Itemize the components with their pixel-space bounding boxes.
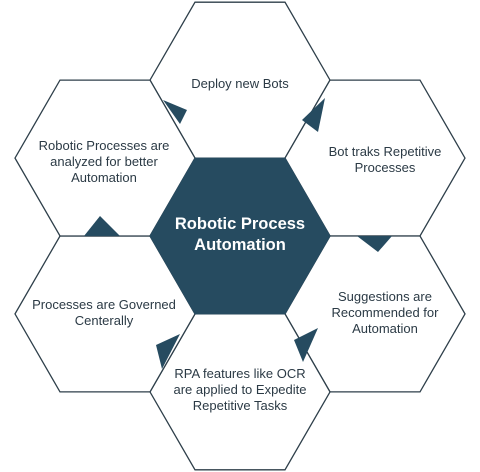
label-bottom-line-2: are applied to Expedite xyxy=(173,382,307,397)
label-text-top: Deploy new Bots xyxy=(191,76,289,92)
label-text-upper-right: Bot traks Repetitive Processes xyxy=(329,144,442,176)
center-title-line-1: Robotic Process xyxy=(174,215,306,233)
pointer-top xyxy=(163,100,187,124)
center-title: Robotic Process Automation xyxy=(150,210,330,260)
label-text-bottom: RPA features like OCR are applied to Exp… xyxy=(174,366,307,414)
pointer-lower-left xyxy=(156,334,180,369)
label-ur-line-2: Processes xyxy=(354,160,416,175)
label-top-line-1: Deploy new Bots xyxy=(191,76,289,91)
center-title-text: Robotic Process Automation xyxy=(175,214,305,256)
label-ul-line-2: analyzed for better xyxy=(50,154,158,169)
label-ll-line-1: Processes are Governed xyxy=(32,297,176,312)
label-ul-line-3: Automation xyxy=(71,170,137,185)
label-bottom-line-1: RPA features like OCR xyxy=(174,366,306,381)
label-lr-line-3: Automation xyxy=(352,321,418,336)
pointer-upper-right xyxy=(302,98,325,132)
label-processes-analyzed: Robotic Processes are analyzed for bette… xyxy=(14,134,194,190)
label-lr-line-2: Recommended for xyxy=(331,305,439,320)
pointer-bottom xyxy=(294,328,318,362)
pointer-lower-right xyxy=(357,236,392,252)
label-ur-line-1: Bot traks Repetitive xyxy=(328,144,442,159)
hexagon-center xyxy=(149,157,331,315)
label-lr-line-1: Suggestions are xyxy=(338,289,432,304)
label-ll-line-2: Centerally xyxy=(74,313,134,328)
label-text-lower-right: Suggestions are Recommended for Automati… xyxy=(332,289,439,337)
label-rpa-features-ocr: RPA features like OCR are applied to Exp… xyxy=(155,362,325,418)
label-bottom-line-3: Repetitive Tasks xyxy=(192,398,288,413)
center-title-line-2: Automation xyxy=(194,236,286,254)
label-deploy-new-bots: Deploy new Bots xyxy=(160,66,320,102)
label-text-lower-left: Processes are Governed Centerally xyxy=(32,297,176,329)
label-ul-line-1: Robotic Processes are xyxy=(38,138,170,153)
label-processes-governed: Processes are Governed Centerally xyxy=(14,293,194,333)
label-suggestions-recommended: Suggestions are Recommended for Automati… xyxy=(300,285,470,341)
label-bot-tracks-processes: Bot traks Repetitive Processes xyxy=(300,136,470,184)
label-text-upper-left: Robotic Processes are analyzed for bette… xyxy=(39,138,170,186)
pointer-upper-left xyxy=(84,216,120,236)
